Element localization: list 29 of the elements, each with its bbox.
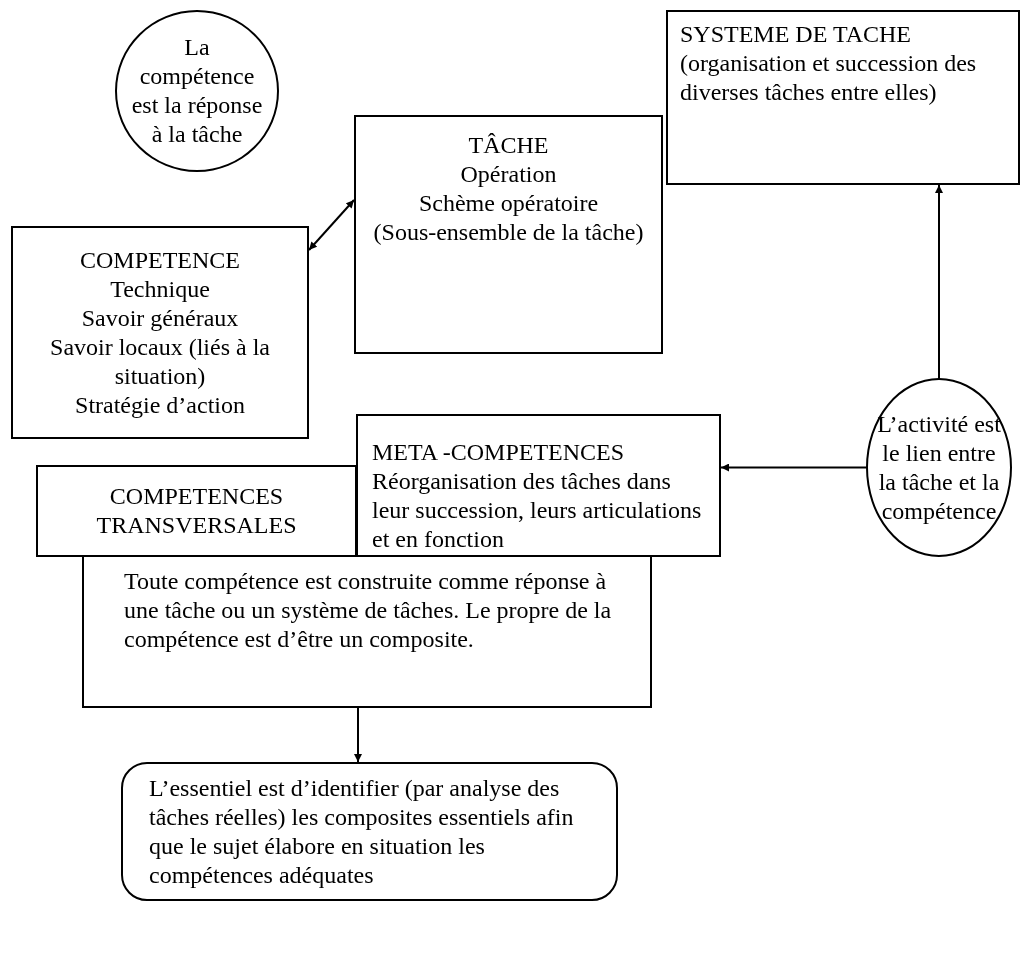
box-text: Opération [459, 160, 558, 189]
box-heading: TÂCHE [467, 131, 550, 160]
arrow [308, 199, 355, 251]
concept-box [82, 555, 652, 708]
concept-box [36, 465, 357, 557]
arrow [935, 184, 943, 379]
arrow [720, 463, 867, 472]
box-text: Réorganisation des tâches dans leur succession, leurs articulations et en fonction [372, 467, 703, 554]
box-text: Toute compétence est construite comme réponse à une tâche ou un système de tâches. Le propre de la compétence est d’être un composite. [124, 567, 613, 654]
box-text: Technique [109, 275, 211, 304]
box-text: (organisation et succession des diverses tâches entre elles) [680, 49, 978, 107]
box-text: COMPETENCES TRANSVERSALES [95, 482, 298, 540]
box-text: L’essentiel est d’identifier (par analyse des tâches réelles) les composites essentiels afin que le sujet élabore en situation les compétences adéquates [149, 773, 575, 890]
box-text: Schème opératoire [417, 189, 600, 218]
box-text: Savoir locaux (liés à la situation) [49, 333, 271, 391]
concept-box [356, 414, 721, 557]
concept-box [354, 115, 663, 354]
box-text: La compétence est la réponse à la tâche [130, 33, 264, 149]
box-heading: SYSTEME DE TACHE [680, 20, 912, 49]
arrow [354, 707, 362, 763]
rounded-box [121, 762, 618, 901]
box-text: (Sous-ensemble de la tâche) [372, 218, 645, 247]
box-text: L’activité est le lien entre la tâche et la compétence [876, 409, 1002, 526]
concept-box [666, 10, 1020, 185]
box-heading: COMPETENCE [79, 246, 241, 275]
box-heading: META -COMPETENCES [372, 438, 626, 467]
box-text: Savoir généraux [80, 304, 240, 333]
box-text: Stratégie d’action [74, 391, 246, 420]
concept-box [11, 226, 309, 439]
